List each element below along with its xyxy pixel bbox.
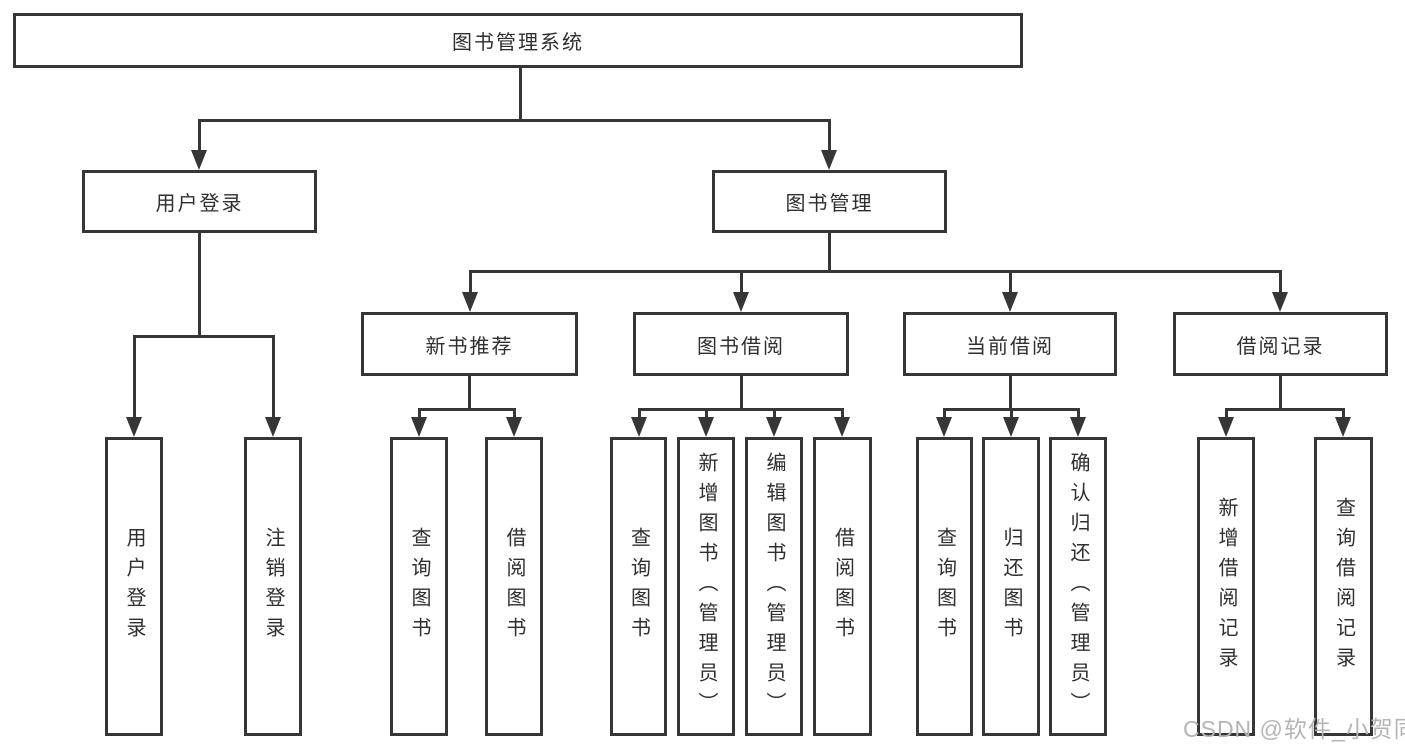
node-borrow-records: 借阅记录: [1173, 312, 1388, 376]
connector-stem: [943, 408, 946, 419]
leaf-query-borrow-record-label: 查询借阅记录: [1332, 496, 1355, 677]
connector-recommend-hline: [418, 408, 516, 411]
leaf-query-books-borrow-label: 查询图书: [627, 526, 650, 647]
node-new-book-recommend-label: 新书推荐: [425, 335, 514, 358]
node-borrow-records-label: 借阅记录: [1236, 335, 1325, 358]
node-new-book-recommend: 新书推荐: [361, 312, 578, 376]
leaf-confirm-return-admin: 确认归还（管理员）: [1049, 437, 1107, 736]
connector-stem: [198, 119, 201, 152]
node-book-borrow: 图书借阅: [633, 312, 849, 376]
connector-user-login-hline: [133, 335, 275, 338]
arrow-down-icon: [821, 150, 837, 170]
node-root-label: 图书管理系统: [452, 32, 584, 54]
connector-stem: [1010, 408, 1013, 419]
leaf-user-login-label: 用户登录: [123, 526, 145, 647]
connector-stem: [1077, 408, 1080, 419]
leaf-borrow-books: 借阅图书: [813, 437, 872, 736]
connector-stem: [1225, 408, 1228, 419]
connector-records-hline: [1225, 408, 1344, 411]
leaf-query-books-current: 查询图书: [916, 437, 973, 736]
node-book-borrow-label: 图书借阅: [697, 335, 785, 358]
connector-root-hline: [198, 119, 831, 122]
leaf-query-books-current-label: 查询图书: [933, 526, 956, 647]
leaf-add-borrow-record-label: 新增借阅记录: [1215, 496, 1237, 677]
leaf-query-books-recommend: 查询图书: [390, 437, 448, 736]
arrow-down-icon: [1003, 417, 1019, 437]
arrow-down-icon: [265, 417, 281, 437]
leaf-borrow-books-recommend-label: 借阅图书: [503, 526, 525, 647]
connector-root-stub: [519, 68, 522, 119]
connector-stem: [841, 408, 844, 419]
leaf-add-books-admin: 新增图书（管理员）: [677, 437, 735, 736]
connector-stem: [272, 335, 275, 419]
connector-stem: [133, 335, 136, 419]
node-book-management: 图书管理: [712, 170, 947, 233]
watermark-text: CSDN @软件_小贺同学: [1183, 716, 1405, 742]
connector-stem: [773, 408, 776, 419]
arrow-down-icon: [191, 150, 207, 170]
connector-stem: [513, 408, 516, 419]
leaf-return-books: 归还图书: [982, 437, 1040, 736]
connector-user-login-stub: [198, 233, 201, 335]
leaf-query-books-recommend-label: 查询图书: [408, 526, 430, 647]
leaf-return-books-label: 归还图书: [1000, 526, 1022, 647]
arrow-down-icon: [1335, 417, 1351, 437]
connector-stem: [469, 270, 472, 294]
arrow-down-icon: [411, 417, 427, 437]
leaf-add-books-admin-label: 新增图书（管理员）: [695, 451, 717, 722]
connector-book-mgmt-stub: [828, 233, 831, 270]
arrow-down-icon: [1002, 292, 1018, 312]
connector-borrow-hline: [638, 408, 843, 411]
connector-records-stub: [1279, 376, 1282, 408]
arrow-down-icon: [698, 417, 714, 437]
arrow-down-icon: [1070, 417, 1086, 437]
leaf-edit-books-admin-label: 编辑图书（管理员）: [763, 451, 785, 722]
arrow-down-icon: [766, 417, 782, 437]
connector-stem: [418, 408, 421, 419]
node-current-borrow-label: 当前借阅: [966, 335, 1054, 358]
arrow-down-icon: [462, 292, 478, 312]
connector-stem: [705, 408, 708, 419]
leaf-user-login: 用户登录: [105, 437, 163, 736]
leaf-add-borrow-record: 新增借阅记录: [1197, 437, 1255, 736]
arrow-down-icon: [733, 292, 749, 312]
leaf-logout: 注销登录: [244, 437, 302, 736]
arrow-down-icon: [126, 417, 142, 437]
arrow-down-icon: [1272, 292, 1288, 312]
connector-stem: [1009, 270, 1012, 294]
leaf-borrow-books-recommend: 借阅图书: [485, 437, 543, 736]
node-user-login-label: 用户登录: [155, 193, 244, 215]
leaf-edit-books-admin: 编辑图书（管理员）: [745, 437, 803, 736]
node-user-login: 用户登录: [82, 170, 317, 233]
connector-stem: [828, 119, 831, 152]
arrow-down-icon: [936, 417, 952, 437]
connector-recommend-stub: [468, 376, 471, 408]
leaf-query-books-borrow: 查询图书: [610, 437, 667, 736]
arrow-down-icon: [834, 417, 850, 437]
connector-book-mgmt-hline: [469, 270, 1281, 273]
leaf-query-borrow-record: 查询借阅记录: [1314, 437, 1373, 736]
leaf-borrow-books-label: 借阅图书: [831, 526, 854, 647]
connector-stem: [638, 408, 641, 419]
arrow-down-icon: [1218, 417, 1234, 437]
node-root: 图书管理系统: [13, 13, 1023, 68]
connector-stem: [740, 270, 743, 294]
arrow-down-icon: [506, 417, 522, 437]
connector-stem: [1279, 270, 1282, 294]
leaf-logout-label: 注销登录: [262, 526, 284, 647]
node-book-management-label: 图书管理: [785, 193, 874, 215]
connector-stem: [1342, 408, 1345, 419]
node-current-borrow: 当前借阅: [903, 312, 1117, 376]
connector-borrow-stub: [740, 376, 743, 408]
leaf-confirm-return-admin-label: 确认归还（管理员）: [1067, 451, 1089, 722]
connector-current-stub: [1009, 376, 1012, 408]
arrow-down-icon: [631, 417, 647, 437]
